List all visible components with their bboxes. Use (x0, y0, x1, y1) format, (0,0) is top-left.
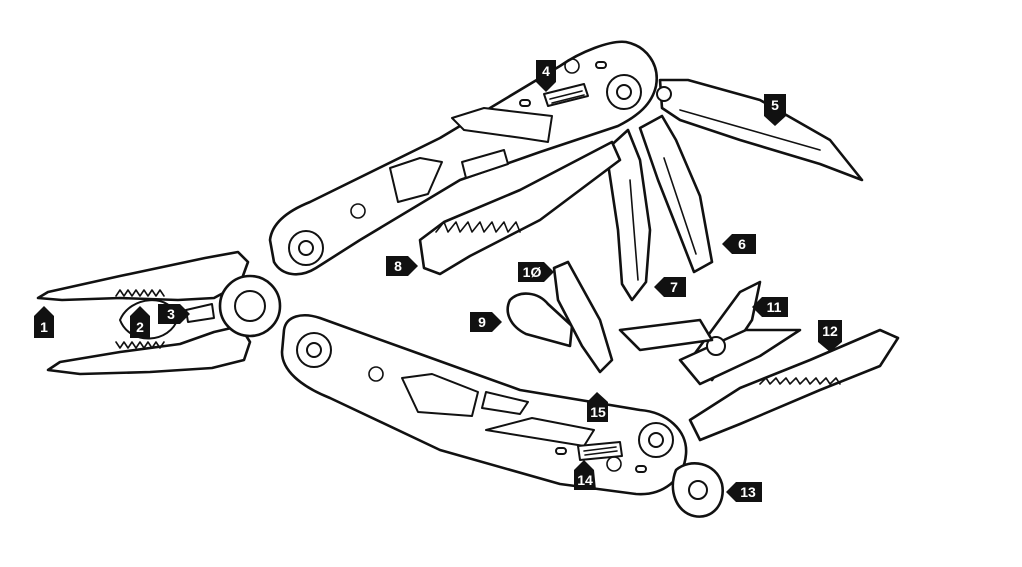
scissors (618, 280, 802, 386)
callout-6: 6 (722, 234, 756, 254)
callout-15-label: 15 (590, 404, 606, 420)
callout-8-label: 8 (394, 258, 402, 274)
callout-14-label: 14 (577, 472, 593, 488)
callout-14: 14 (574, 460, 596, 490)
screwdrivers (604, 114, 714, 302)
callout-7: 7 (654, 277, 686, 297)
callout-10-label: 1Ø (523, 264, 542, 280)
upper-handle (268, 40, 658, 276)
callout-12-label: 12 (822, 323, 838, 339)
callout-1: 1 (34, 306, 54, 338)
callout-9: 9 (470, 312, 502, 332)
saw-blade (418, 140, 622, 276)
callout-5: 5 (764, 94, 786, 126)
callout-13: 13 (726, 482, 762, 502)
callout-7-label: 7 (670, 279, 678, 295)
callout-3-label: 3 (167, 306, 175, 322)
plier-jaws (36, 250, 282, 376)
callout-6-label: 6 (738, 236, 746, 252)
callouts: 1 2 3 4 5 6 7 (34, 60, 842, 502)
lanyard-ring (671, 462, 724, 518)
callout-2: 2 (130, 306, 150, 338)
knife-blade (656, 78, 864, 182)
callout-15: 15 (587, 392, 608, 422)
callout-4-label: 4 (542, 63, 550, 79)
callout-5-label: 5 (771, 97, 779, 113)
callout-4: 4 (536, 60, 556, 92)
lower-handle (280, 314, 688, 496)
callout-3: 3 (158, 304, 190, 324)
callout-13-label: 13 (740, 484, 756, 500)
callout-2-label: 2 (136, 319, 144, 335)
callout-9-label: 9 (478, 314, 486, 330)
file (688, 328, 900, 442)
callout-12: 12 (818, 320, 842, 352)
callout-11-label: 11 (767, 299, 782, 315)
callout-8: 8 (386, 256, 418, 276)
callout-1-label: 1 (40, 319, 48, 335)
openers (506, 260, 614, 374)
callout-10: 1Ø (518, 262, 554, 282)
callout-11: 11 (752, 297, 788, 317)
